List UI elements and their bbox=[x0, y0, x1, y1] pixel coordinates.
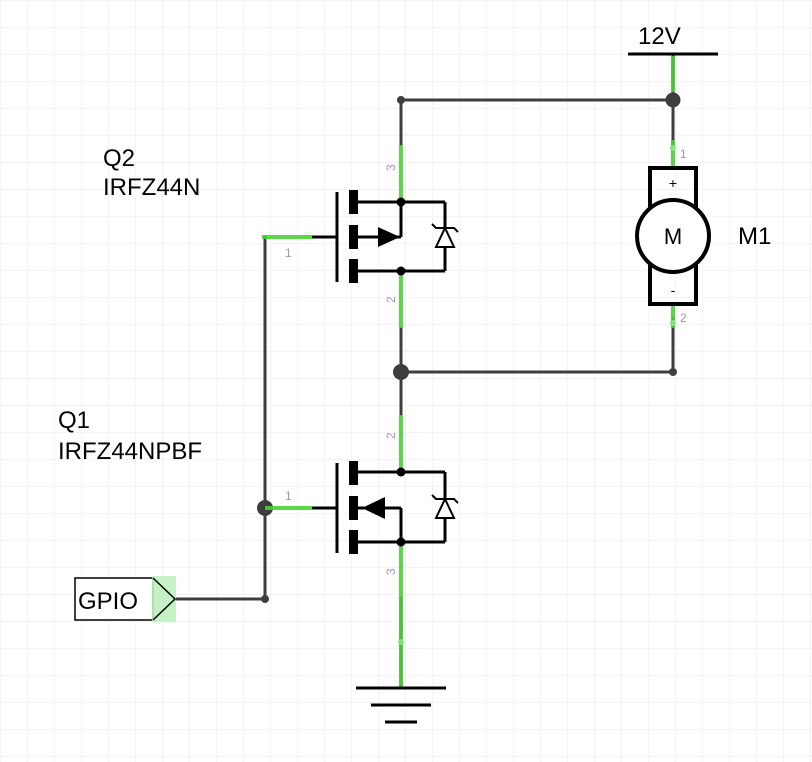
supply-12v[interactable]: 12V bbox=[628, 23, 718, 92]
junction-dot bbox=[261, 595, 269, 603]
motor-m1[interactable]: M + - 1 2 M1 bbox=[635, 140, 771, 328]
motor-pin-number-1: 1 bbox=[680, 147, 687, 161]
gpio-pin-highlight bbox=[152, 576, 176, 622]
q2-ref-label: Q2 bbox=[103, 145, 135, 172]
pin-end bbox=[398, 639, 404, 645]
pin-end bbox=[670, 145, 676, 151]
q1-channel-seg bbox=[349, 496, 358, 520]
q2-channel-seg bbox=[349, 190, 358, 214]
q1-ref-label: Q1 bbox=[58, 407, 90, 434]
mosfet-q2[interactable]: 3 2 1 Q2 IRFZ44N bbox=[103, 145, 459, 328]
motor-circle bbox=[635, 198, 711, 274]
q1-diode-zener-bar bbox=[431, 494, 459, 504]
q2-pin-number-2: 2 bbox=[384, 296, 398, 303]
q2-channel-seg bbox=[349, 259, 358, 283]
junctions bbox=[257, 92, 681, 603]
gpio-box bbox=[74, 577, 154, 621]
q1-diode-triangle bbox=[434, 496, 456, 519]
junction-dot bbox=[397, 96, 405, 104]
gpio-port[interactable]: GPIO bbox=[74, 576, 177, 622]
q1-channel-seg bbox=[349, 461, 358, 485]
q2-diode-zener-bar bbox=[431, 223, 459, 233]
q1-pin-number-3: 3 bbox=[384, 568, 398, 575]
junction-dot bbox=[669, 368, 677, 376]
motor-minus-mark: - bbox=[671, 282, 676, 298]
q1-pin-number-2: 2 bbox=[384, 432, 398, 439]
ground-symbol[interactable] bbox=[356, 598, 446, 724]
supply-label: 12V bbox=[638, 23, 681, 50]
junction-dot bbox=[393, 364, 409, 380]
motor-ref-label: M1 bbox=[738, 223, 771, 250]
motor-plus-mark: + bbox=[669, 175, 677, 191]
q2-pin-number-3: 3 bbox=[384, 164, 398, 171]
q2-pin-number-1: 1 bbox=[285, 246, 292, 260]
gpio-arrow bbox=[152, 577, 177, 621]
q1-channel-seg bbox=[349, 530, 358, 554]
motor-symbol: M bbox=[664, 224, 682, 249]
q2-arrow bbox=[378, 227, 400, 247]
junction-dot bbox=[665, 92, 681, 108]
q2-diode-triangle bbox=[434, 225, 456, 248]
mosfet-q1[interactable]: 2 3 1 Q1 IRFZ44NPBF bbox=[58, 407, 459, 598]
q1-pin-number-1: 1 bbox=[285, 489, 292, 503]
q2-channel-seg bbox=[349, 225, 358, 249]
q2-part-label: IRFZ44N bbox=[103, 174, 200, 201]
pin-end bbox=[670, 320, 676, 326]
q1-part-label: IRFZ44NPBF bbox=[58, 438, 202, 465]
q1-arrow bbox=[362, 497, 385, 519]
gpio-label: GPIO bbox=[78, 588, 138, 615]
motor-pin-number-2: 2 bbox=[680, 311, 687, 325]
